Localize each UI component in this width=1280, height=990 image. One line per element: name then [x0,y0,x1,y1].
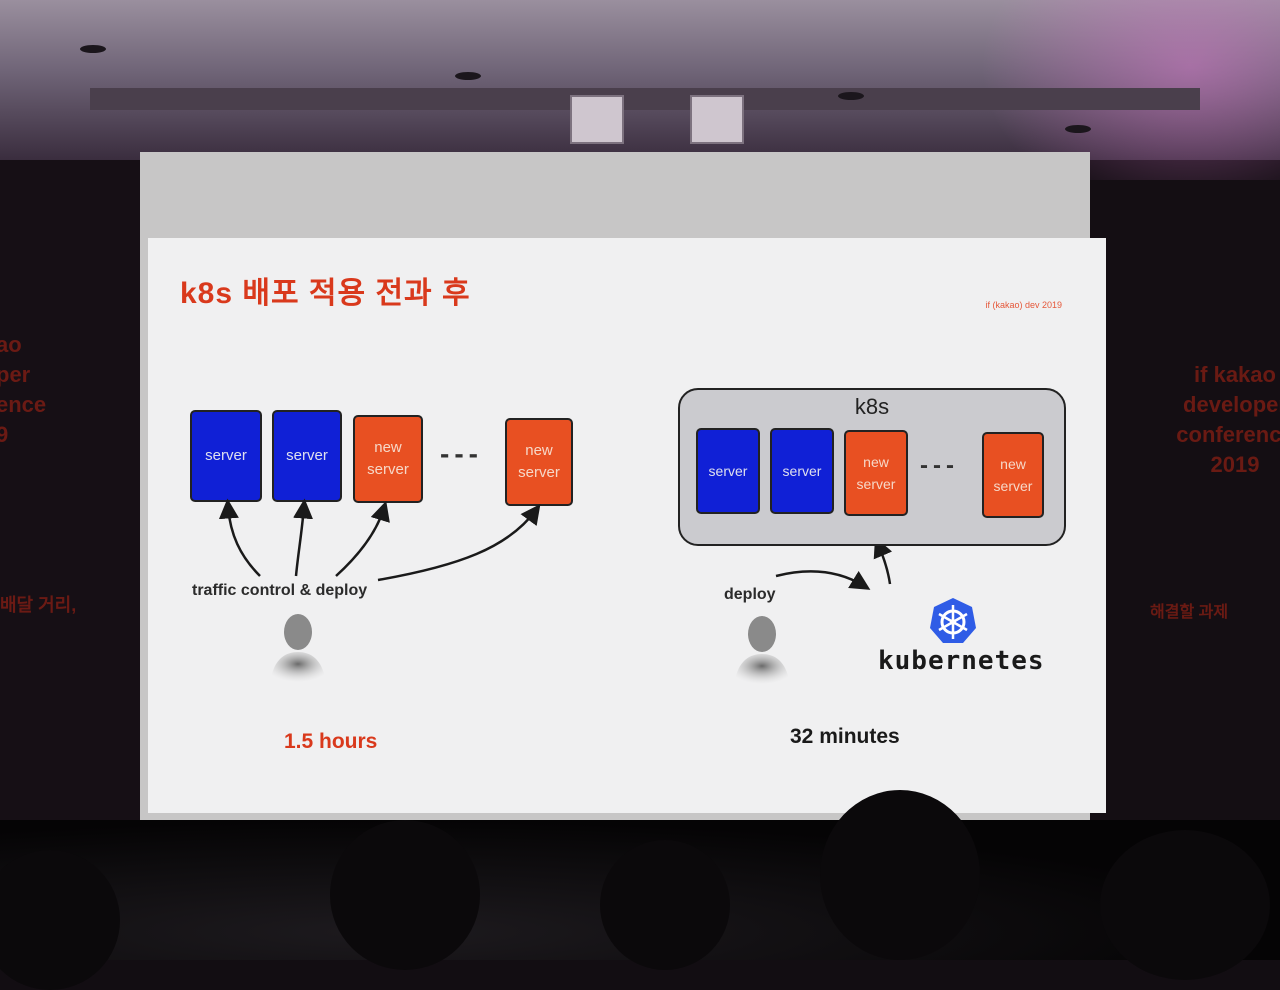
server-label: server [286,447,328,464]
ceiling-vent [690,95,744,144]
person-silhouette-icon [734,616,790,684]
k8s-cluster-group: k8s server server new server --- new ser… [678,388,1066,546]
ceiling-lamp [1065,125,1091,133]
new-server-label: new server [518,442,560,481]
after-caption: deploy [724,586,776,603]
ceiling-lamp [80,45,106,53]
before-duration: 1.5 hours [284,730,378,753]
ellipsis: --- [440,438,483,469]
audience-head [330,820,480,970]
person-silhouette-icon [270,614,326,682]
server-label: server [782,463,822,479]
brand-mark: if (kakao) dev 2019 [985,300,1062,310]
arrow [775,570,871,590]
before-server-box: server [272,410,342,502]
arrow [293,498,314,577]
new-server-label: new server [993,456,1033,494]
left-banner: ao per ence 9 배달 거리, [0,160,150,860]
k8s-group-label: k8s [854,394,890,419]
after-duration: 32 minutes [790,725,900,748]
arrow [335,500,390,577]
ceiling-lamp [838,92,864,100]
slide-title: k8s 배포 적용 전과 후 [180,277,471,310]
arrow [377,503,541,582]
ceiling-beam [90,88,1200,110]
right-banner: if kakao developer conference 2019 해결할 과… [1090,180,1280,860]
audience-head [820,790,980,960]
audience-head [600,840,730,970]
audience-head [0,850,120,990]
kubernetes-wordmark: kubernetes [878,646,1045,676]
arrow-layer [218,498,893,590]
after-new-server-box: new server [844,430,908,516]
server-label: server [708,463,748,479]
arrow [873,537,893,585]
presentation-slide: k8s 배포 적용 전과 후 if (kakao) dev 2019 serve… [148,238,1106,813]
after-new-server-box: new server [982,432,1044,518]
before-server-box: server [190,410,262,502]
audience-head [1100,830,1270,980]
ceiling-lamp [455,72,481,80]
before-new-server-box: new server [353,415,423,503]
after-server-box: server [696,428,760,514]
kubernetes-helm-icon [930,598,976,643]
ellipsis: --- [920,452,959,479]
ceiling-vent [570,95,624,144]
before-caption: traffic control & deploy [192,582,368,599]
new-server-label: new server [856,454,896,492]
new-server-label: new server [367,439,409,478]
arrow [218,498,261,577]
after-server-box: server [770,428,834,514]
server-label: server [205,447,247,464]
audience [0,790,1280,990]
